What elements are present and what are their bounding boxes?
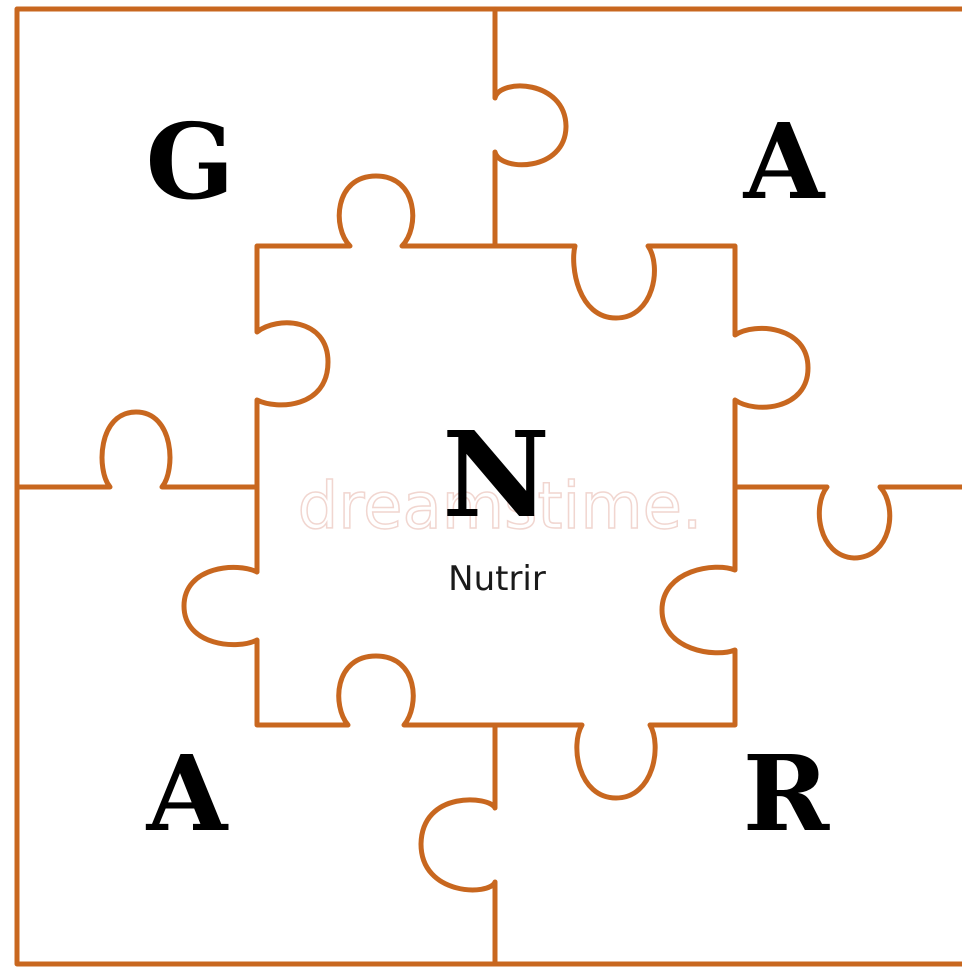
- seam-left-horizontal: [17, 412, 257, 487]
- center-word: Nutrir: [448, 559, 546, 599]
- letter-bottom-left: A: [146, 732, 229, 855]
- letter-top-right: A: [743, 100, 826, 223]
- seam-bottom-vertical: [421, 725, 495, 964]
- letter-top-left: G: [146, 100, 235, 223]
- letter-bottom-right: R: [743, 732, 831, 855]
- seam-right-horizontal: [735, 487, 962, 558]
- letter-center: N: [442, 405, 550, 544]
- seam-top-vertical: [495, 9, 566, 244]
